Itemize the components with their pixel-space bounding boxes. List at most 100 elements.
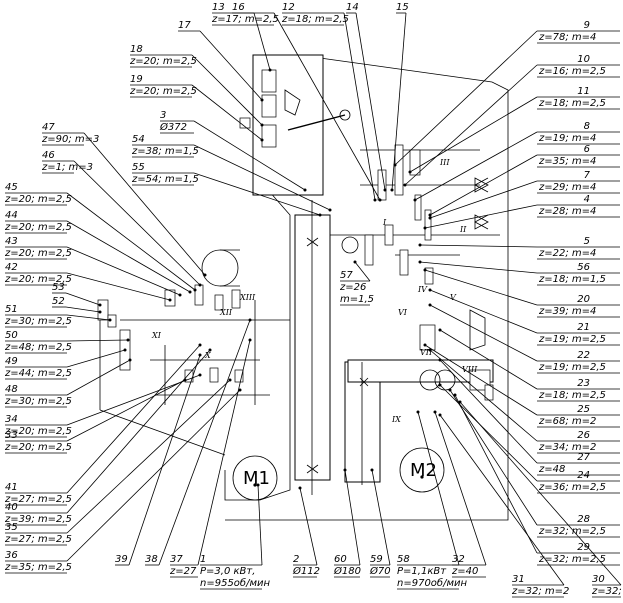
callout-number: 45 — [5, 182, 18, 193]
callout-leader — [73, 160, 201, 286]
callout-spec: z=19; m=4 — [538, 133, 596, 144]
callout-spec: z=32; m=2,5 — [538, 554, 606, 565]
callout-leader — [66, 379, 231, 534]
callout-spec: z=20; m=2,5 — [4, 222, 72, 233]
callout-number: 57 — [340, 270, 353, 281]
shaft-label: III — [439, 158, 450, 167]
callout-dot — [198, 283, 202, 287]
callout-spec: z=48; m=2,5 — [4, 342, 72, 353]
callout-dot — [418, 243, 422, 247]
callout-leader — [429, 349, 538, 442]
callout-leader — [193, 120, 306, 191]
callout-dot — [438, 413, 442, 417]
callout-dot — [378, 198, 382, 202]
callout-leader — [66, 359, 131, 396]
callout-number: 47 — [42, 122, 55, 133]
callout-number: 44 — [5, 210, 18, 221]
callout-spec: z=18; m=2,5 — [281, 14, 349, 25]
callout-spec: n=970об/мин — [397, 577, 468, 589]
callout-dot — [390, 188, 394, 192]
callout-leader — [459, 401, 622, 586]
callout-spec: z=27; m=2,5 — [4, 534, 72, 545]
callout-number: 55 — [132, 162, 145, 173]
lower-drive — [344, 309, 494, 485]
callout-number: 53 — [52, 282, 65, 293]
callout-leader — [66, 272, 171, 301]
callout-leader — [253, 12, 271, 71]
callout-dot — [260, 98, 264, 102]
callout-leader — [414, 131, 538, 201]
callout-number: 36 — [5, 550, 18, 561]
callout-leader — [391, 12, 407, 191]
callout-leader — [419, 261, 538, 274]
callout-number: 22 — [577, 350, 590, 361]
callout-number: 3 — [160, 110, 166, 121]
callout-dot — [198, 343, 202, 347]
callout-number: 52 — [52, 296, 65, 307]
callout-number: 21 — [577, 322, 590, 333]
callout-spec: Ø112 — [292, 565, 320, 577]
callout-number: 35 — [5, 522, 18, 533]
callout-leader — [419, 244, 538, 248]
callout-dot — [168, 298, 172, 302]
callout-number: 50 — [5, 330, 18, 341]
callout-spec: z=17; m=2,5 — [211, 14, 279, 25]
callout-number: 43 — [5, 236, 18, 247]
callout-dot — [433, 410, 437, 414]
shaft-label: VIII — [462, 365, 478, 374]
callout-spec: Ø70 — [369, 565, 391, 577]
callout-leader — [199, 30, 263, 101]
callout-spec: z=27 — [169, 566, 197, 577]
callout-dot — [208, 348, 212, 352]
callout-number: 59 — [370, 554, 383, 565]
callout-number: 4 — [584, 194, 590, 205]
callout-dot — [98, 303, 102, 307]
callout-spec: z=90; m=3 — [41, 134, 99, 145]
callout-number: 33 — [5, 430, 18, 441]
callout-leader — [66, 349, 126, 368]
callout-leader — [191, 84, 263, 141]
callout-number: 49 — [5, 356, 18, 367]
callout-dot — [428, 303, 432, 307]
callout-leader — [429, 304, 538, 362]
callout-number: 51 — [5, 304, 18, 315]
callout-dot — [413, 198, 417, 202]
callout-dot — [383, 188, 387, 192]
callout-spec: z=68; m=2 — [538, 416, 596, 427]
callout-spec: z=36; m=2,5 — [538, 482, 606, 493]
callout-spec: Ø372 — [159, 121, 187, 133]
callout-spec: z=19; m=2,5 — [538, 334, 606, 345]
callout-dot — [438, 328, 442, 332]
motor-m2-label: M2 — [410, 460, 437, 481]
motor-m1-label: M1 — [243, 468, 270, 489]
callout-dot — [256, 483, 260, 487]
callout-dot — [353, 260, 357, 264]
callout-dot — [260, 123, 264, 127]
callout-spec: z=20; m=2,5 — [4, 194, 72, 205]
callout-leader — [429, 180, 538, 219]
callout-spec: z=30; m=2,5 — [4, 316, 72, 327]
callout-leader — [439, 384, 538, 482]
callout-leader — [66, 374, 201, 426]
callout-leader — [197, 339, 251, 566]
left-unit — [97, 299, 131, 410]
callout-leader — [66, 349, 211, 514]
callout-leader — [434, 411, 487, 566]
callout-dot — [423, 226, 427, 230]
callout-dot — [198, 373, 202, 377]
callout-number: 8 — [584, 121, 590, 132]
callout-number: 41 — [5, 482, 18, 493]
callout-spec: z=20; m=2,5 — [4, 442, 72, 453]
callout-number: 23 — [577, 378, 590, 389]
callout-leader — [429, 154, 538, 216]
callout-number: 12 — [282, 2, 295, 13]
shaft-labels: III II I IV V VI VII VIII IX X XI XII XI… — [151, 158, 478, 424]
callout-leader — [409, 96, 538, 173]
callout-spec: z=29; m=4 — [538, 182, 596, 193]
callout-dot — [260, 138, 264, 142]
callout-number: 20 — [577, 294, 590, 305]
callout-number: 16 — [232, 2, 245, 13]
callout-dot — [428, 288, 432, 292]
